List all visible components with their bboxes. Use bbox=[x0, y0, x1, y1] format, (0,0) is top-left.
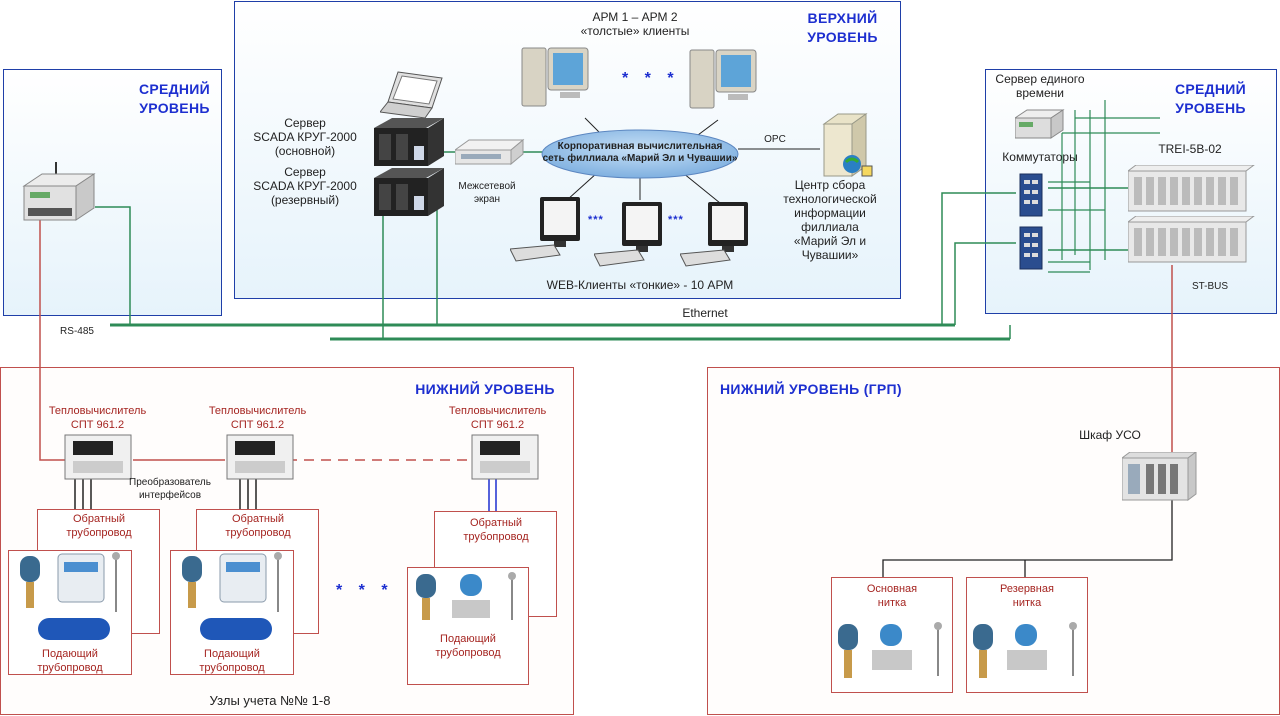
arm-label: АРМ 1 – АРМ 2 «толстые» клиенты bbox=[580, 10, 690, 38]
firewall-icon bbox=[455, 138, 525, 168]
reserve-line-label: Резервная нитка bbox=[1000, 583, 1054, 609]
stbus-label: ST-BUS bbox=[1191, 281, 1229, 292]
metering-nodes-label: Узлы учета №№ 1-8 bbox=[209, 693, 331, 708]
workstation-1-icon bbox=[520, 38, 592, 110]
rs485-label: RS-485 bbox=[60, 326, 94, 337]
supply-pipe-3-label: Подающий трубопровод bbox=[435, 633, 501, 659]
time-server-icon bbox=[1015, 108, 1065, 140]
firewall-label: Межсетевой экран bbox=[458, 181, 516, 205]
heat-calculator-1-icon bbox=[63, 433, 133, 481]
corporate-network-ellipse bbox=[540, 128, 740, 180]
rs485-gateway-icon bbox=[20, 160, 96, 228]
data-center-label: Центр сбора технологической информации ф… bbox=[783, 178, 877, 262]
trei-rack-1-icon bbox=[1128, 165, 1256, 213]
interface-converter-label: Преобразователь интерфейсов bbox=[129, 477, 211, 501]
flowmeter-1-icon bbox=[14, 552, 126, 647]
laptop-icon bbox=[380, 70, 445, 120]
data-center-server-icon bbox=[818, 112, 878, 182]
main-line-label: Основная нитка bbox=[866, 583, 918, 609]
web-client-2-icon bbox=[594, 200, 669, 270]
switches-label: Коммутаторы bbox=[1002, 150, 1078, 164]
uso-cabinet-icon bbox=[1122, 452, 1198, 502]
web-client-1-icon bbox=[510, 195, 585, 265]
web-client-3-icon bbox=[680, 200, 755, 270]
ethernet-label: Ethernet bbox=[682, 306, 728, 320]
opc-label: OPC bbox=[764, 134, 786, 145]
time-server-label: Сервер единого времени bbox=[995, 72, 1085, 100]
web-clients-ellipsis-1: *** bbox=[588, 214, 604, 226]
workstations-ellipsis: * * * bbox=[622, 70, 680, 87]
heat-calculator-1-label: Тепловычислитель СПТ 961.2 bbox=[48, 405, 147, 431]
middle-level-right-title: СРЕДНИЙ УРОВЕНЬ bbox=[1174, 81, 1247, 116]
heat-calculator-2-label: Тепловычислитель СПТ 961.2 bbox=[208, 405, 307, 431]
pressure-transmitter-3-icon bbox=[412, 570, 524, 630]
web-clients-ellipsis-2: *** bbox=[668, 214, 684, 226]
main-line-instruments-icon bbox=[834, 620, 950, 686]
return-pipe-3-label: Обратный трубопровод bbox=[463, 517, 529, 543]
middle-level-left-title: СРЕДНИЙ УРОВЕНЬ bbox=[138, 81, 211, 116]
scada-server-main-icon bbox=[374, 118, 446, 168]
trei-label: TREI-5B-02 bbox=[1158, 142, 1222, 156]
nodes-ellipsis: * * * bbox=[336, 582, 394, 599]
trei-rack-2-icon bbox=[1128, 216, 1256, 264]
lower-level-right-title: НИЖНИЙ УРОВЕНЬ (ГРП) bbox=[720, 381, 902, 397]
lower-level-left-title: НИЖНИЙ УРОВЕНЬ bbox=[415, 381, 555, 397]
workstation-2-icon bbox=[688, 40, 760, 112]
reserve-line-instruments-icon bbox=[969, 620, 1085, 686]
switch-1-icon bbox=[1016, 172, 1046, 218]
supply-pipe-2-label: Подающий трубопровод bbox=[199, 648, 265, 674]
flowmeter-2-icon bbox=[176, 552, 288, 647]
supply-pipe-1-label: Подающий трубопровод bbox=[37, 648, 103, 674]
scada-server-reserve-icon bbox=[374, 168, 446, 218]
corporate-network-label: Корпоративная вычислительная сеть филлиа… bbox=[542, 141, 738, 164]
cabinet-label: Шкаф УСО bbox=[1079, 428, 1141, 442]
web-clients-label: WEB-Клиенты «тонкие» - 10 АРМ bbox=[546, 278, 734, 292]
heat-calculator-3-label: Тепловычислитель СПТ 961.2 bbox=[448, 405, 547, 431]
heat-calculator-3-icon bbox=[470, 433, 540, 481]
return-pipe-2-label: Обратный трубопровод bbox=[225, 513, 291, 539]
heat-calculator-2-icon bbox=[225, 433, 295, 481]
scada-server-main-label: Сервер SCADA КРУГ-2000 (основной) bbox=[253, 116, 357, 158]
return-pipe-1-label: Обратный трубопровод bbox=[66, 513, 132, 539]
scada-server-reserve-label: Сервер SCADA КРУГ-2000 (резервный) bbox=[253, 165, 357, 207]
switch-2-icon bbox=[1016, 225, 1046, 271]
upper-level-title: ВЕРХНИЙ УРОВЕНЬ bbox=[807, 10, 878, 45]
